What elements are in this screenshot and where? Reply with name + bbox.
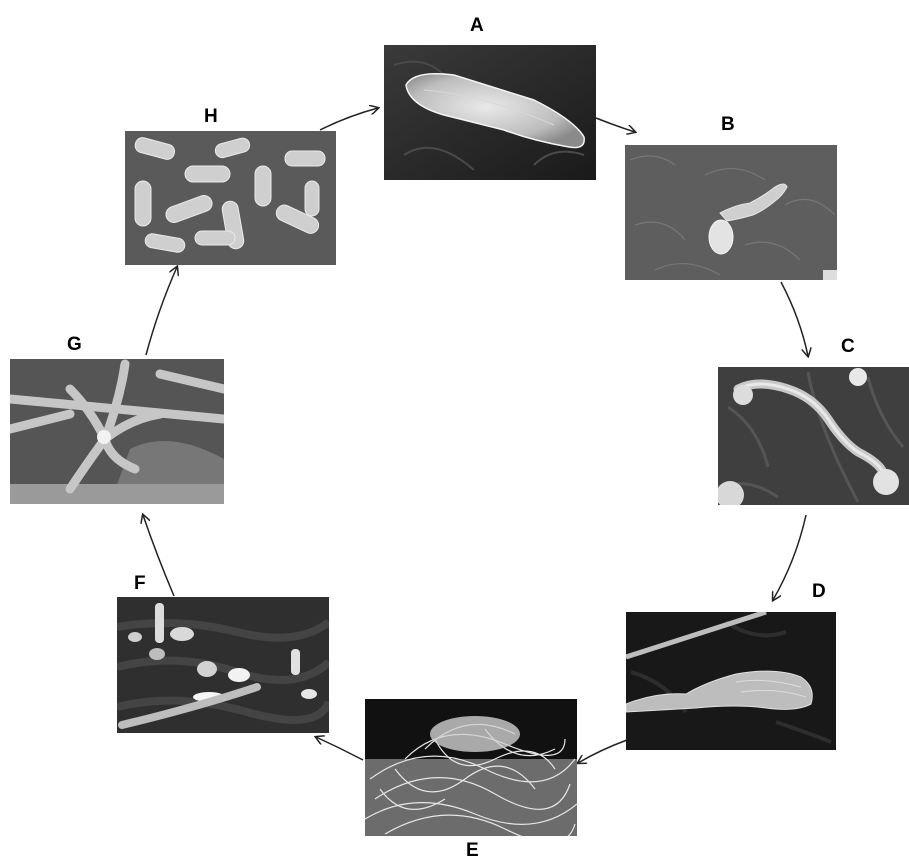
micrograph-a	[384, 45, 596, 180]
stage-label-b: B	[721, 115, 735, 134]
stage-label-a: A	[470, 16, 484, 35]
arrow-e-to-f	[316, 737, 363, 760]
micrograph-f	[117, 597, 329, 733]
stage-label-d: D	[812, 582, 826, 601]
stage-label-c: C	[841, 337, 855, 356]
arrow-g-to-h	[146, 267, 177, 355]
arrow-a-to-b	[596, 118, 635, 132]
micrograph-c	[718, 367, 909, 505]
micrograph-h	[125, 131, 336, 265]
micrograph-e	[365, 699, 577, 836]
arrow-c-to-d	[773, 515, 806, 600]
stage-label-f: F	[134, 574, 146, 593]
arrow-d-to-e	[578, 740, 627, 763]
stage-label-g: G	[67, 335, 82, 354]
arrow-h-to-a	[320, 108, 378, 130]
arrow-f-to-g	[143, 515, 174, 596]
stage-label-h: H	[204, 107, 218, 126]
stage-label-e: E	[466, 841, 479, 860]
micrograph-g	[10, 359, 224, 504]
micrograph-b	[625, 145, 837, 280]
arrow-b-to-c	[781, 282, 808, 356]
micrograph-d	[626, 612, 836, 750]
